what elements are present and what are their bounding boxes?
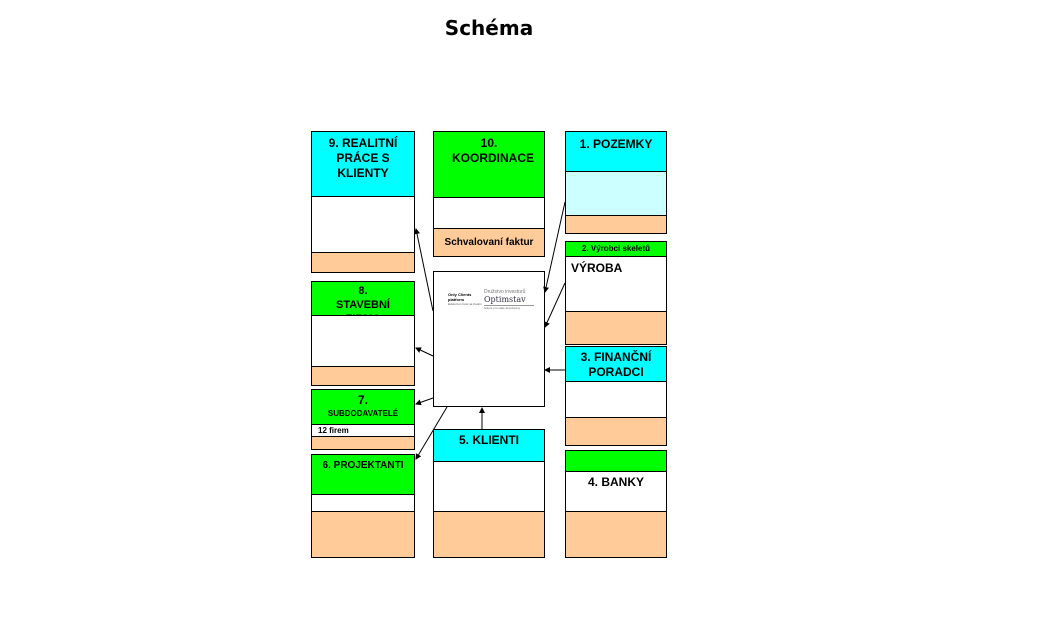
box-vyroba-label: VÝROBA bbox=[571, 261, 623, 275]
arrow-to-realitni bbox=[414, 228, 434, 312]
box-banky-label: 4. BANKY bbox=[587, 475, 644, 489]
arrow-to-projektanti bbox=[415, 406, 448, 460]
box-klienti-label: 5. KLIENTI bbox=[458, 433, 519, 447]
box-klienti: 5. KLIENTI bbox=[433, 429, 545, 558]
box-pozemky-label: 1. POZEMKY bbox=[579, 137, 653, 151]
box-vyrobci-header: 2. Výrobci skeletů bbox=[581, 244, 651, 253]
box-stavebni-firma: 8. STAVEBNÍ FIRMA bbox=[311, 281, 415, 386]
box-projektanti-label: 6. PROJEKTANTI bbox=[322, 460, 404, 471]
box-subdodavatele-number: 7. bbox=[357, 393, 368, 407]
box-realitni-prace: 9. REALITNÍ PRÁCE S KLIENTY bbox=[311, 131, 415, 273]
box-financni-label: 3. FINANČNÍ PORADCI bbox=[580, 350, 652, 379]
platform-logo-left: Only Clients platform Exkluzivní trust n… bbox=[448, 292, 482, 306]
arrow-to-stavebni bbox=[415, 347, 434, 357]
box-subdodavatele: 7. SUBDODAVATELÉ 12 firem bbox=[311, 389, 415, 450]
page-title: Schéma bbox=[444, 16, 534, 40]
box-koordinace: 10. KOORDINACE Schvalovaní faktur bbox=[433, 131, 545, 257]
box-koordinace-sublabel: Schvalovaní faktur bbox=[444, 237, 534, 248]
arrow-to-subdodavatele bbox=[415, 397, 434, 406]
arrow-from-vyrobci bbox=[544, 282, 566, 328]
box-vyrobci: 2. Výrobci skeletů VÝROBA bbox=[565, 241, 667, 345]
box-financni-poradci: 3. FINANČNÍ PORADCI bbox=[565, 346, 667, 446]
box-pozemky: 1. POZEMKY bbox=[565, 131, 667, 234]
box-banky: 4. BANKY bbox=[565, 450, 667, 558]
box-subdodavatele-count: 12 firem bbox=[318, 426, 349, 435]
center-platform-box: Only Clients platform Exkluzivní trust n… bbox=[433, 271, 545, 407]
box-realitni-label: 9. REALITNÍ PRÁCE S KLIENTY bbox=[328, 136, 398, 180]
box-koordinace-label: 10. KOORDINACE bbox=[452, 136, 535, 165]
arrow-from-pozemky bbox=[543, 201, 566, 293]
box-subdodavatele-label: SUBDODAVATELÉ bbox=[327, 409, 399, 418]
box-projektanti: 6. PROJEKTANTI bbox=[311, 454, 415, 558]
optimstav-logo: Družstvo investorů Optimstav řešení pro … bbox=[484, 289, 534, 311]
